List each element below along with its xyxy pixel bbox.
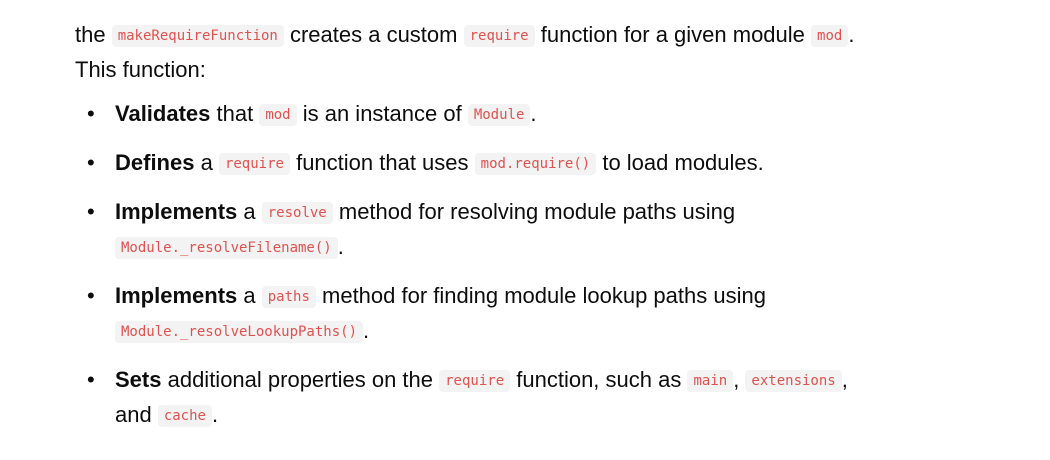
item-keyword: Defines [115, 150, 195, 175]
item-text: method for resolving module paths using [332, 199, 736, 224]
item-text: that [210, 101, 260, 126]
item-text: a [237, 199, 262, 224]
intro-paragraph: the makeRequireFunction creates a custom… [75, 18, 1035, 87]
inline-code: Module [467, 104, 531, 126]
intro-text: creates a custom [283, 22, 464, 47]
item-text: . [363, 318, 370, 343]
bullet-icon: • [87, 101, 95, 126]
feature-list: • Validates that mod is an instance of M… [75, 97, 1035, 433]
item-text: function that uses [289, 150, 475, 175]
item-keyword: Implements [115, 199, 238, 224]
item-text: to load modules. [596, 150, 764, 175]
bullet-icon: • [87, 367, 95, 392]
bullet-icon: • [87, 283, 95, 308]
item-text: , [841, 367, 848, 392]
item-keyword: Sets [115, 367, 162, 392]
inline-code: resolve [261, 202, 333, 224]
item-text: . [337, 234, 344, 259]
item-text: is an instance of [296, 101, 468, 126]
inline-code: main [687, 370, 734, 392]
bullet-icon: • [87, 199, 95, 224]
item-text: . [530, 101, 537, 126]
intro-text: . [848, 22, 855, 47]
inline-code: Module._resolveFilename() [115, 237, 338, 259]
bullet-icon: • [87, 150, 95, 175]
list-item: • Implements a paths method for finding … [75, 279, 1035, 349]
item-text: , [733, 367, 746, 392]
intro-text: This function: [75, 57, 206, 82]
inline-code: mod [259, 104, 297, 126]
inline-code: require [463, 25, 535, 47]
item-text: a [237, 283, 262, 308]
document-body: the makeRequireFunction creates a custom… [75, 18, 1035, 447]
item-text: and [115, 402, 158, 427]
intro-text: the [75, 22, 112, 47]
item-text: additional properties on the [161, 367, 440, 392]
inline-code: cache [157, 405, 212, 427]
inline-code: require [218, 153, 290, 175]
list-item: • Defines a require function that uses m… [75, 146, 1035, 181]
item-keyword: Validates [115, 101, 211, 126]
inline-code: require [439, 370, 511, 392]
inline-code: mod.require() [474, 153, 597, 175]
item-text: function, such as [510, 367, 688, 392]
item-text: method for finding module lookup paths u… [315, 283, 766, 308]
inline-code: makeRequireFunction [111, 25, 284, 47]
item-keyword: Implements [115, 283, 238, 308]
inline-code: extensions [745, 370, 842, 392]
inline-code: Module._resolveLookupPaths() [115, 321, 364, 343]
inline-code: paths [261, 286, 316, 308]
list-item: • Sets additional properties on the requ… [75, 363, 1035, 433]
inline-code: mod [811, 25, 849, 47]
intro-text: function for a given module [534, 22, 812, 47]
list-item: • Implements a resolve method for resolv… [75, 195, 1035, 265]
item-text: a [194, 150, 219, 175]
list-item: • Validates that mod is an instance of M… [75, 97, 1035, 132]
item-text: . [211, 402, 219, 427]
